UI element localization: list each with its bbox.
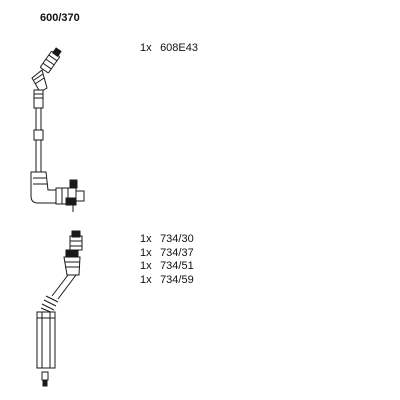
part-code: 734/30 [160, 233, 194, 245]
part-row: 1x 734/37 [140, 247, 194, 261]
long-plug-boot [37, 312, 55, 368]
part-row: 1x 734/51 [140, 260, 194, 274]
part-row: 1x 608E43 [140, 42, 198, 56]
part-qty: 1x [140, 246, 152, 259]
terminal-clip-icon [66, 231, 82, 257]
ignition-lead-upper-illustration [31, 47, 84, 212]
part-code: 608E43 [160, 42, 198, 54]
part-code: 734/59 [160, 273, 194, 286]
part-qty: 1x [140, 273, 152, 286]
part-qty: 1x [140, 42, 152, 54]
parts-list-lower: 1x 734/30 1x 734/37 1x 734/51 1x 734/59 [140, 233, 194, 287]
ignition-lead-lower-illustration [37, 231, 82, 386]
set-number-title: 600/370 [40, 12, 80, 24]
part-code: 734/51 [160, 260, 194, 272]
lower-boot-elbow [31, 172, 56, 203]
terminal-clip-icon [40, 47, 63, 73]
lower-cable [52, 275, 68, 296]
part-qty: 1x [140, 260, 152, 272]
part-qty: 1x [140, 233, 152, 245]
cable-sleeve [34, 130, 43, 140]
terminal-tip [76, 191, 84, 201]
part-row: 1x 734/30 [140, 233, 194, 247]
spring-section [41, 296, 58, 313]
parts-list-upper: 1x 608E43 [140, 42, 198, 56]
plug-tip [42, 372, 48, 380]
lower-top-boot [64, 257, 80, 275]
part-row: 1x 734/59 [140, 274, 194, 288]
part-code: 734/37 [160, 246, 194, 259]
upper-boot-neck [34, 90, 43, 108]
